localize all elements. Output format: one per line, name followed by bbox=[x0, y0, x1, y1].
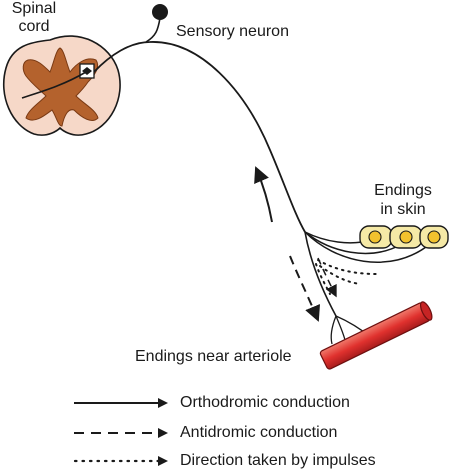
orthodromic-arrow bbox=[254, 166, 273, 223]
legend-row-orthodromic: Orthodromic conduction bbox=[72, 393, 442, 413]
legend-label-dotted: Direction taken by impulses bbox=[180, 452, 376, 469]
antidromic-arrow-1 bbox=[289, 255, 320, 322]
arteriole-lumen bbox=[419, 301, 433, 321]
label-endings-arteriole: Endings near arteriole bbox=[135, 348, 292, 365]
skin-nucleus-1 bbox=[368, 230, 382, 244]
legend-row-antidromic: Antidromic conduction bbox=[72, 423, 442, 443]
label-spinal-cord-2: cord bbox=[18, 18, 50, 35]
spinal-cord bbox=[2, 35, 121, 136]
legend-dashed-line bbox=[74, 428, 168, 438]
arteriole-ending-3 bbox=[330, 315, 337, 345]
legend-dotted-line bbox=[73, 456, 168, 466]
branch-skin-3 bbox=[304, 231, 431, 263]
label-spinal-cord-1: Spinal bbox=[11, 0, 57, 17]
skin-nucleus-3 bbox=[427, 230, 441, 244]
legend-row-dotted: Direction taken by impulses bbox=[72, 451, 442, 471]
legend-solid-line bbox=[74, 398, 168, 408]
arteriole-vessel bbox=[319, 302, 431, 370]
label-endings-skin-1: Endings bbox=[374, 182, 432, 199]
grey-matter bbox=[22, 47, 99, 127]
skin-cells bbox=[359, 225, 449, 249]
main-axon bbox=[93, 41, 306, 233]
label-sensory-neuron: Sensory neuron bbox=[176, 23, 289, 40]
arteriole bbox=[319, 301, 433, 370]
legend-label-antidromic: Antidromic conduction bbox=[180, 424, 338, 441]
impulse-dots-2 bbox=[319, 265, 361, 285]
skin-nucleus-2 bbox=[399, 230, 413, 244]
branch-skin-2 bbox=[304, 231, 403, 255]
branch-arteriole bbox=[304, 231, 337, 317]
fiber-in-cord bbox=[21, 71, 87, 99]
legend-label-orthodromic: Orthodromic conduction bbox=[180, 394, 350, 411]
neuron-cell-body bbox=[152, 4, 168, 20]
neuron-stalk bbox=[145, 17, 161, 43]
label-endings-skin-2: in skin bbox=[380, 201, 426, 218]
